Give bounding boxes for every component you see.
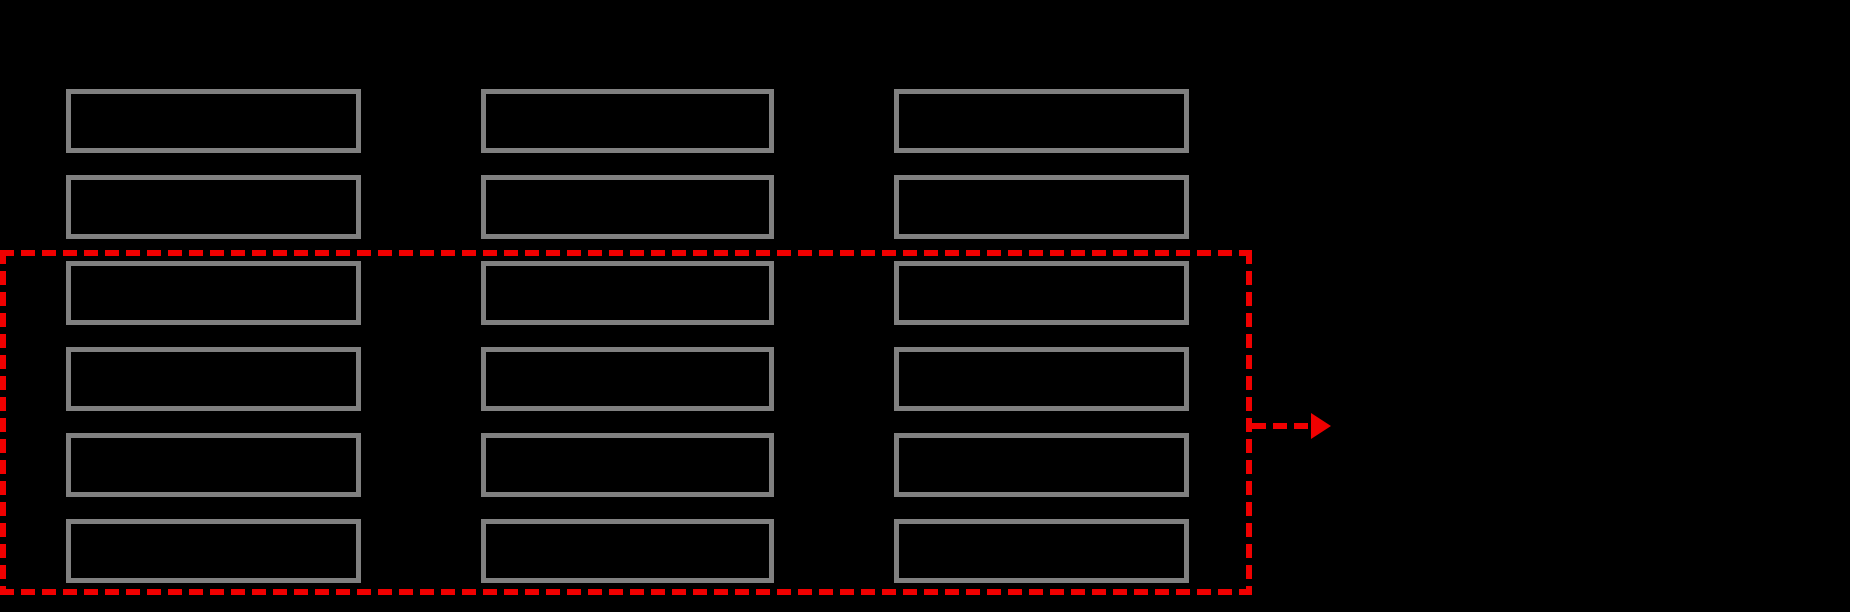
panel-box-r4-c1[interactable] — [66, 347, 361, 411]
pointer-arrow-shaft — [1252, 423, 1311, 429]
pointer-arrow-head-icon — [1311, 413, 1331, 439]
panel-box-r5-c2[interactable] — [481, 433, 774, 497]
panel-box-r2-c1[interactable] — [66, 175, 361, 239]
panel-box-r4-c3[interactable] — [894, 347, 1189, 411]
panel-box-r2-c2[interactable] — [481, 175, 774, 239]
panel-box-r2-c3[interactable] — [894, 175, 1189, 239]
panel-box-r3-c2[interactable] — [481, 261, 774, 325]
panel-box-r3-c1[interactable] — [66, 261, 361, 325]
panel-box-r5-c1[interactable] — [66, 433, 361, 497]
panel-box-r6-c1[interactable] — [66, 519, 361, 583]
panel-box-r6-c2[interactable] — [481, 519, 774, 583]
panel-box-r1-c1[interactable] — [66, 89, 361, 153]
panel-box-r3-c3[interactable] — [894, 261, 1189, 325]
panel-box-r1-c2[interactable] — [481, 89, 774, 153]
panel-box-r4-c2[interactable] — [481, 347, 774, 411]
panel-box-r1-c3[interactable] — [894, 89, 1189, 153]
panel-box-r5-c3[interactable] — [894, 433, 1189, 497]
panel-box-r6-c3[interactable] — [894, 519, 1189, 583]
